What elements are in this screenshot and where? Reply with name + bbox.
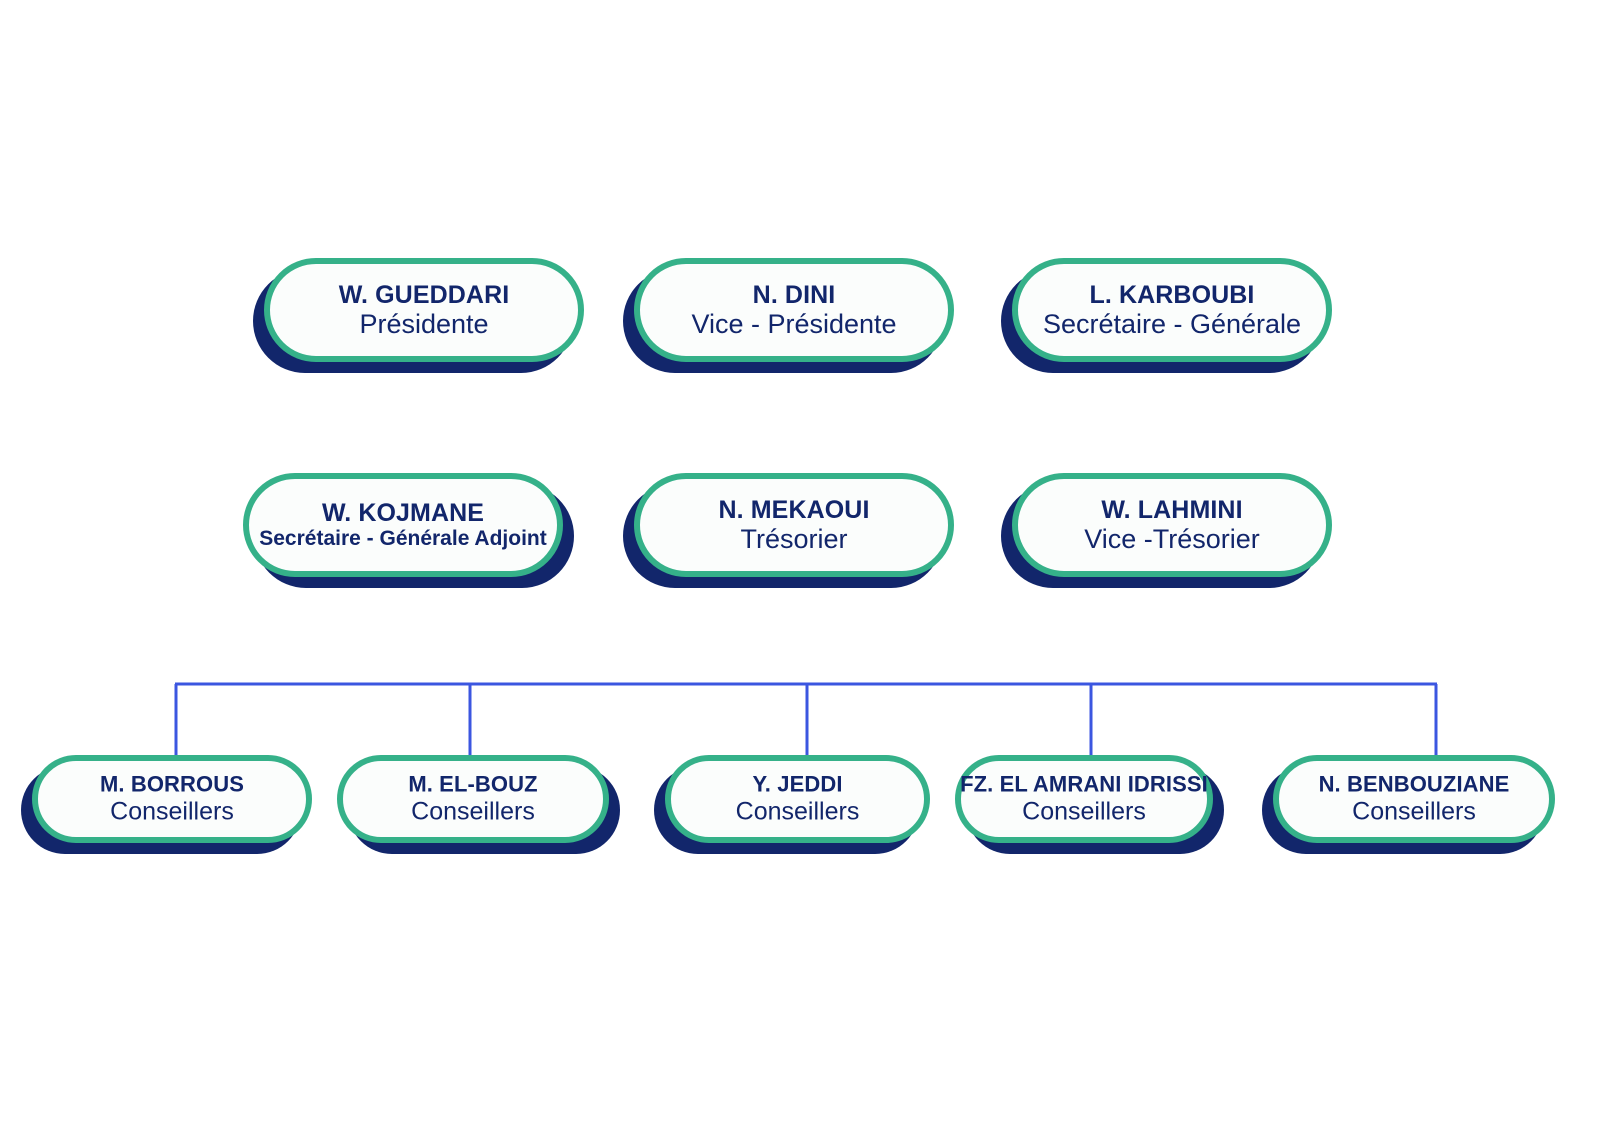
org-node-jeddi[interactable]: Y. JEDDI Conseillers <box>654 755 930 854</box>
node-role: Présidente <box>359 308 489 339</box>
node-text: M. BORROUS Conseillers <box>4 771 340 826</box>
node-role: Conseillers <box>1352 797 1476 826</box>
node-text: L. KARBOUBI Secrétaire - Générale <box>980 281 1364 339</box>
node-role: Vice - Présidente <box>691 308 897 339</box>
node-pill <box>337 755 609 843</box>
node-pill <box>634 258 954 362</box>
node-name: M. EL-BOUZ <box>408 771 538 797</box>
org-node-kojmane[interactable]: W. KOJMANE Secrétaire - Générale Adjoint <box>243 473 574 588</box>
node-pill <box>1012 258 1332 362</box>
node-text: W. GUEDDARI Présidente <box>232 281 616 339</box>
node-role: Conseillers <box>110 797 234 826</box>
node-pill <box>1273 755 1555 843</box>
node-name: FZ. EL AMRANI IDRISSI <box>960 771 1208 797</box>
node-name: Y. JEDDI <box>752 771 843 797</box>
node-role: Vice -Trésorier <box>1084 523 1260 554</box>
node-text: N. MEKAOUI Trésorier <box>602 496 986 554</box>
node-pill <box>1012 473 1332 577</box>
node-text: M. EL-BOUZ Conseillers <box>310 771 636 826</box>
node-name: N. BENBOUZIANE <box>1318 771 1510 797</box>
node-pill <box>243 473 563 577</box>
node-text: W. KOJMANE Secrétaire - Générale Adjoint <box>211 499 595 551</box>
node-text: N. BENBOUZIANE Conseillers <box>1245 771 1583 826</box>
node-text: W. LAHMINI Vice -Trésorier <box>980 496 1364 554</box>
node-pill <box>955 755 1213 843</box>
node-name: W. GUEDDARI <box>338 280 510 309</box>
org-node-gueddari[interactable]: W. GUEDDARI Présidente <box>253 258 584 373</box>
org-node-benbouziane[interactable]: N. BENBOUZIANE Conseillers <box>1262 755 1555 854</box>
node-pill <box>264 258 584 362</box>
node-text: FZ. EL AMRANI IDRISSI Conseillers <box>929 771 1239 826</box>
org-node-borrous[interactable]: M. BORROUS Conseillers <box>21 755 312 854</box>
node-role: Conseillers <box>411 797 535 826</box>
node-role: Secrétaire - Générale Adjoint <box>259 527 547 551</box>
node-name: N. DINI <box>752 280 836 309</box>
node-name: N. MEKAOUI <box>718 495 870 524</box>
node-text: Y. JEDDI Conseillers <box>639 771 957 826</box>
node-role: Secrétaire - Générale <box>1042 308 1302 339</box>
org-node-dini[interactable]: N. DINI Vice - Présidente <box>623 258 954 373</box>
node-name: M. BORROUS <box>100 771 244 797</box>
node-name: L. KARBOUBI <box>1089 280 1255 309</box>
node-pill <box>32 755 312 843</box>
org-node-karboubi[interactable]: L. KARBOUBI Secrétaire - Générale <box>1001 258 1332 373</box>
node-name: W. KOJMANE <box>321 499 485 528</box>
node-pill <box>665 755 930 843</box>
node-role: Conseillers <box>1022 797 1146 826</box>
org-node-mekaoui[interactable]: N. MEKAOUI Trésorier <box>623 473 954 588</box>
org-node-lahmini[interactable]: W. LAHMINI Vice -Trésorier <box>1001 473 1332 588</box>
org-node-el-bouz[interactable]: M. EL-BOUZ Conseillers <box>337 755 620 854</box>
node-name: W. LAHMINI <box>1101 495 1243 524</box>
org-node-el-amrani-idrissi[interactable]: FZ. EL AMRANI IDRISSI Conseillers <box>955 755 1224 854</box>
node-role: Trésorier <box>740 523 848 554</box>
node-text: N. DINI Vice - Présidente <box>602 281 986 339</box>
node-pill <box>634 473 954 577</box>
node-role: Conseillers <box>735 797 860 826</box>
